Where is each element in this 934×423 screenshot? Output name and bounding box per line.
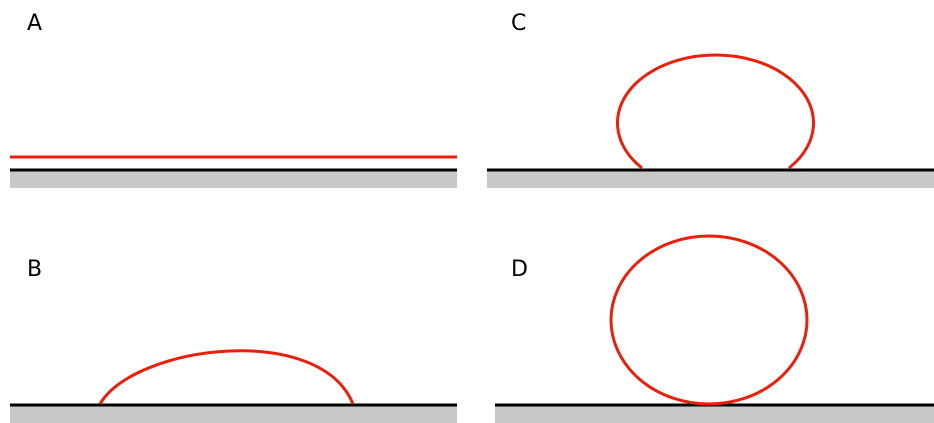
substrate-c — [487, 170, 934, 188]
droplet-c — [616, 53, 815, 170]
panel-label-b: B — [27, 257, 42, 282]
substrate-d — [495, 405, 934, 423]
panel-label-c: C — [511, 11, 526, 36]
panel-b: B — [10, 257, 457, 423]
panel-label-a: A — [27, 11, 42, 36]
panel-d: D — [495, 234, 934, 423]
droplet-d — [609, 234, 809, 406]
droplet-b — [98, 349, 355, 405]
panel-c: C — [487, 11, 934, 188]
panel-label-d: D — [511, 257, 528, 282]
substrate-b — [10, 405, 457, 423]
panel-a: A — [10, 11, 457, 188]
substrate-a — [10, 170, 457, 188]
